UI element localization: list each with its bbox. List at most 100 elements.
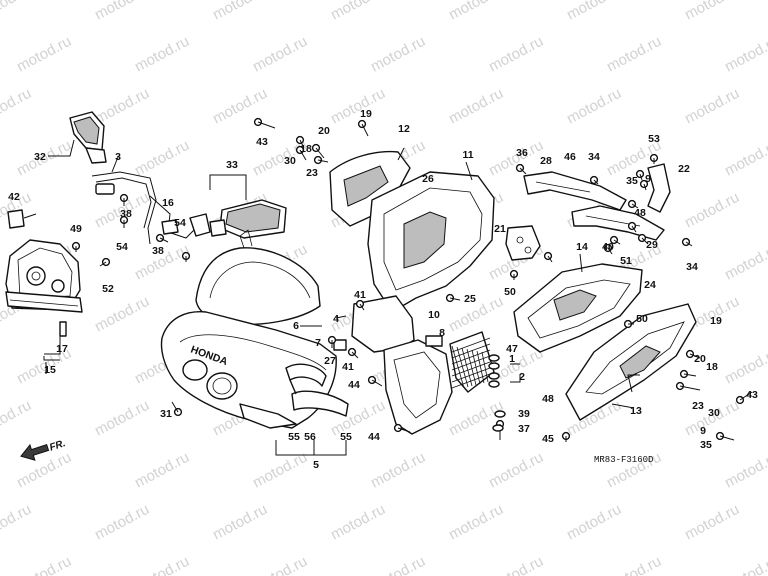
bolt-shank bbox=[449, 297, 461, 301]
stay-29 bbox=[571, 205, 665, 241]
watermark-text: motod.ru bbox=[250, 33, 310, 76]
part-number-label: 11 bbox=[462, 149, 473, 161]
watermark-text: motod.ru bbox=[92, 501, 152, 544]
mesh-line bbox=[456, 346, 469, 388]
part-number-label: 44 bbox=[348, 379, 360, 391]
part-number-label: 19 bbox=[360, 108, 372, 120]
part-number-label: 22 bbox=[678, 163, 690, 175]
bolt-shank bbox=[641, 237, 649, 245]
part-number-label: 20 bbox=[318, 125, 330, 137]
part-number-label: 48 bbox=[634, 207, 646, 219]
watermark-text: motod.ru bbox=[722, 137, 768, 180]
part-number-label: 13 bbox=[630, 405, 642, 417]
part-number-label: 41 bbox=[354, 289, 366, 301]
part-number-label: 37 bbox=[518, 423, 530, 435]
bolt-shank bbox=[683, 373, 697, 377]
watermark-text: motod.ru bbox=[446, 85, 506, 128]
part-number-label: 23 bbox=[692, 400, 704, 412]
part-number-label: 21 bbox=[494, 223, 506, 235]
bolt-shank bbox=[257, 121, 276, 129]
mesh-line bbox=[451, 337, 491, 353]
washer bbox=[494, 410, 506, 418]
watermark-text: motod.ru bbox=[486, 553, 546, 576]
part-number-label: 18 bbox=[300, 143, 312, 155]
part-number-label: 25 bbox=[464, 293, 476, 305]
washer bbox=[488, 380, 500, 388]
part-number-label: 16 bbox=[162, 197, 174, 209]
watermark-text: motod.ru bbox=[250, 553, 310, 576]
part-number-label: 7 bbox=[315, 337, 321, 349]
part-number-label: 55 bbox=[340, 431, 352, 443]
watermark-text: motod.ru bbox=[722, 553, 768, 576]
watermark-text: motod.ru bbox=[328, 85, 388, 128]
watermark-text: motod.ru bbox=[328, 501, 388, 544]
mesh-pattern bbox=[451, 337, 491, 389]
bolt-shank bbox=[99, 261, 107, 267]
part-number-label: 14 bbox=[576, 241, 588, 253]
watermark-text: motod.ru bbox=[0, 85, 34, 128]
bracket-22 bbox=[647, 163, 671, 213]
part-number-label: 36 bbox=[516, 147, 528, 159]
part-number-label: 33 bbox=[226, 159, 238, 171]
bolt-shank bbox=[317, 159, 329, 163]
front-direction-label: FR. bbox=[48, 438, 67, 453]
mirror-stay-frame bbox=[91, 171, 211, 245]
part-number-label: 54 bbox=[116, 241, 128, 253]
part-number-label: 5 bbox=[313, 459, 319, 471]
watermark-text: motod.ru bbox=[14, 33, 74, 76]
part-number-label: 54 bbox=[174, 217, 186, 229]
watermark-text: motod.ru bbox=[722, 449, 768, 492]
watermark-text: motod.ru bbox=[368, 33, 428, 76]
part-number-label: 8 bbox=[439, 327, 445, 339]
part-number-label: 12 bbox=[398, 123, 410, 135]
watermark-text: motod.ru bbox=[564, 85, 624, 128]
mirror-left bbox=[69, 111, 107, 164]
bolt-shank bbox=[685, 241, 693, 247]
watermark-text: motod.ru bbox=[722, 241, 768, 284]
part-number-label: 9 bbox=[700, 425, 706, 437]
bolt-shank bbox=[171, 401, 179, 413]
watermark-text: motod.ru bbox=[486, 449, 546, 492]
bolt-shank bbox=[397, 427, 411, 433]
part-number-label: 38 bbox=[120, 208, 132, 220]
mesh-line bbox=[481, 351, 489, 383]
bolt-shank bbox=[739, 391, 753, 401]
bolt-shank bbox=[315, 147, 325, 159]
watermark-text: motod.ru bbox=[132, 449, 192, 492]
part-number-label: 49 bbox=[70, 223, 82, 235]
mesh-line bbox=[451, 345, 465, 389]
part-number-label: 50 bbox=[636, 313, 648, 325]
part-number-label: 31 bbox=[160, 408, 172, 420]
part-number-label: 18 bbox=[706, 361, 718, 373]
watermark-text: motod.ru bbox=[132, 33, 192, 76]
mesh-line bbox=[451, 349, 491, 365]
mesh-line bbox=[451, 373, 491, 389]
part-number-label: 26 bbox=[422, 173, 434, 185]
part-number-label: 15 bbox=[44, 364, 56, 376]
watermark-text: motod.ru bbox=[682, 85, 742, 128]
watermark-text: motod.ru bbox=[564, 501, 624, 544]
washer bbox=[488, 354, 500, 362]
washer bbox=[488, 362, 500, 370]
part-number-label: 4 bbox=[333, 313, 339, 325]
mesh-grille-8 bbox=[449, 331, 495, 393]
panel-12 bbox=[329, 150, 411, 227]
bolt-shank bbox=[593, 179, 599, 185]
part-number-label: 46 bbox=[564, 151, 576, 163]
part-number-label: 43 bbox=[746, 389, 758, 401]
watermark-text: motod.ru bbox=[132, 553, 192, 576]
part-number-label: 45 bbox=[542, 433, 554, 445]
mesh-line bbox=[451, 343, 491, 359]
washer bbox=[488, 372, 500, 380]
bolt-shank bbox=[159, 237, 169, 243]
part-number-label: 47 bbox=[506, 343, 518, 355]
watermark-text: motod.ru bbox=[368, 553, 428, 576]
mesh-line bbox=[461, 347, 473, 387]
watermark-text: motod.ru bbox=[328, 0, 388, 24]
bolt-shank bbox=[643, 183, 647, 191]
part-number-label: 56 bbox=[304, 431, 316, 443]
watermark-text: motod.ru bbox=[722, 345, 768, 388]
part-number-label: 48 bbox=[542, 393, 554, 405]
part-number-label: 30 bbox=[708, 407, 720, 419]
